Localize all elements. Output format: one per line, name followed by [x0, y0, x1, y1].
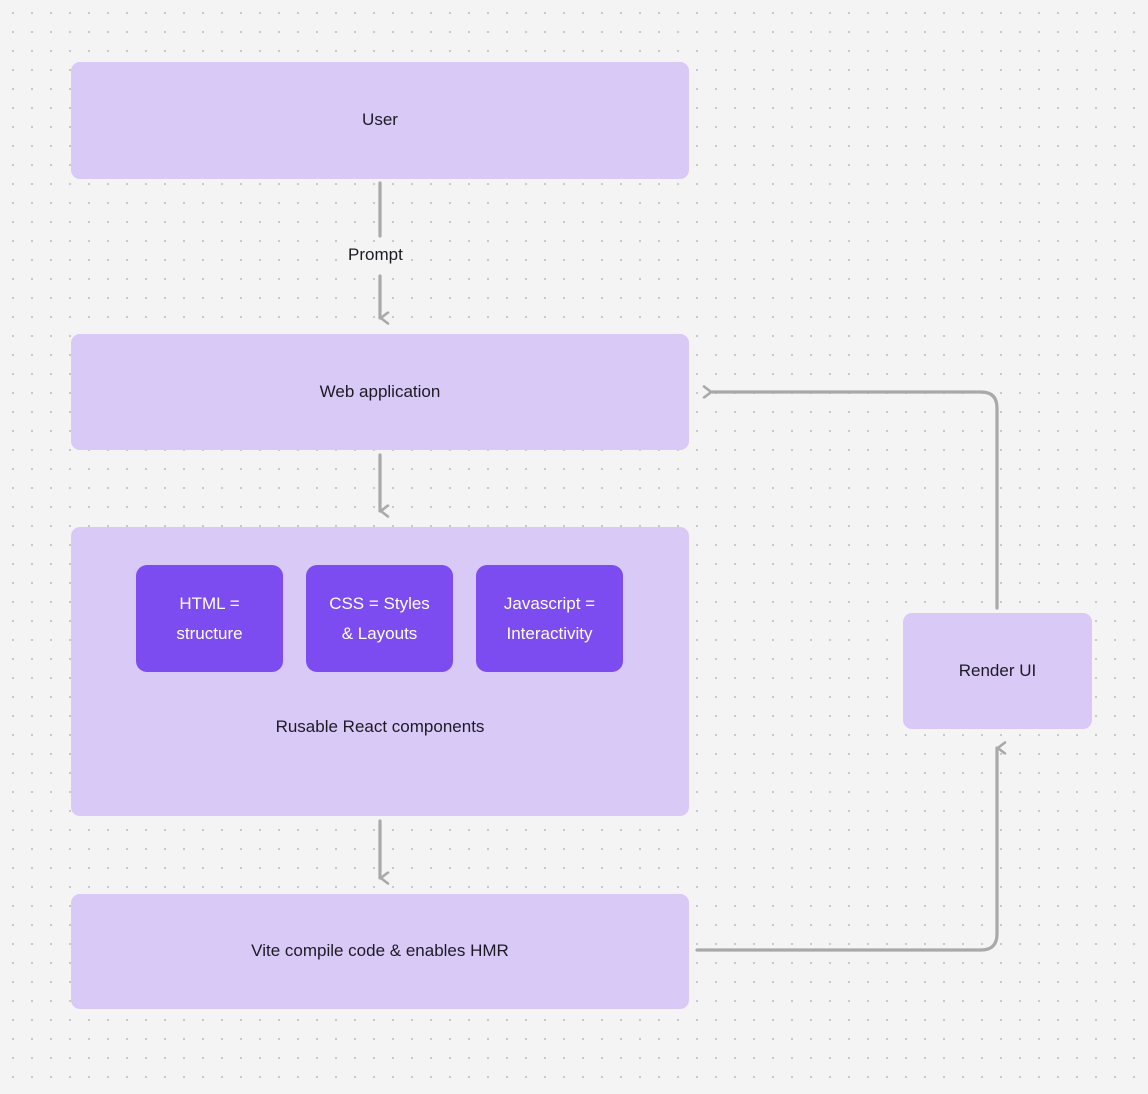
chip-css-line2: & Layouts: [341, 623, 418, 643]
components-caption: Rusable React components: [275, 717, 485, 736]
node-vite[interactable]: Vite compile code & enables HMR: [71, 894, 689, 1009]
chip-javascript-line1: Javascript =: [503, 594, 596, 614]
node-web-application-label: Web application: [319, 381, 441, 401]
chip-css-text: CSS = Styles & Layouts: [329, 589, 430, 647]
chip-html[interactable]: HTML = structure: [136, 565, 283, 672]
node-render-ui-label: Render UI: [958, 660, 1037, 680]
chip-css[interactable]: CSS = Styles & Layouts: [306, 565, 453, 672]
chip-javascript-text: Javascript = Interactivity: [504, 589, 595, 647]
chip-javascript[interactable]: Javascript = Interactivity: [476, 565, 623, 672]
edge-render-to-webapp[interactable]: [712, 392, 999, 610]
node-web-application[interactable]: Web application: [71, 334, 689, 450]
edge-vite-to-render[interactable]: [695, 748, 997, 952]
node-render-ui[interactable]: Render UI: [903, 613, 1092, 729]
chip-html-text: HTML = structure: [176, 589, 242, 647]
edge-label-prompt: Prompt: [341, 245, 410, 265]
chip-html-line2: structure: [176, 623, 243, 643]
chip-javascript-line2: Interactivity: [506, 623, 593, 643]
node-user[interactable]: User: [71, 62, 689, 179]
node-components[interactable]: HTML = structure CSS = Styles & Layouts …: [71, 527, 689, 816]
components-inner-group: HTML = structure CSS = Styles & Layouts …: [71, 527, 689, 816]
chip-html-line1: HTML =: [179, 594, 240, 614]
node-vite-label: Vite compile code & enables HMR: [251, 941, 509, 961]
chip-css-line1: CSS = Styles: [329, 594, 430, 614]
node-user-label: User: [362, 110, 398, 130]
